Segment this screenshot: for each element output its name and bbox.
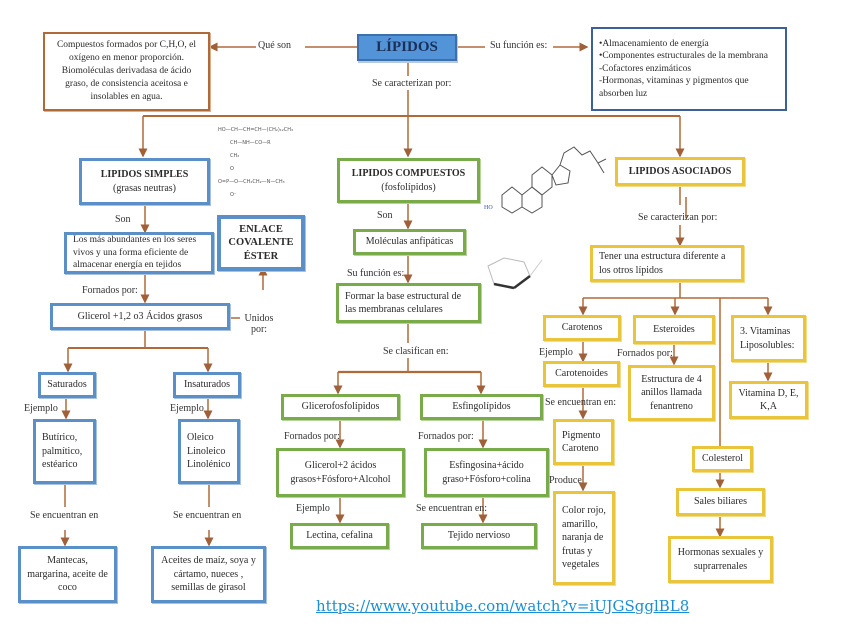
glicerofosfolipidos-box: Glicerofosfolípidos: [281, 394, 400, 420]
saturados-found: Mantecas, margarina, aceite de coco: [18, 546, 117, 603]
que-son-label: Qué son: [258, 40, 292, 51]
compuestos-title: LIPIDOS COMPUESTOS: [351, 168, 466, 179]
lipidos-simples-box: LIPIDOS SIMPLES (grasas neutras): [79, 158, 210, 205]
simples-title: LIPIDOS SIMPLES: [100, 169, 189, 180]
ejemplo-label: Ejemplo: [539, 347, 573, 358]
enlace-ester-box: ENLACE COVALENTE ÉSTER: [217, 215, 305, 271]
esteroides-box: Esteroides: [633, 315, 715, 344]
function-box: •Almacenamiento de energía •Componentes …: [591, 27, 787, 111]
color-box: Color rojo, amarillo, naranja de frutas …: [553, 491, 615, 585]
moleculas-anfipaticas-box: Moléculas anfipáticas: [353, 229, 466, 255]
saturados-box: Saturados: [38, 372, 96, 398]
insaturados-found: Aceites de maíz, soya y cártamo, nueces …: [151, 546, 266, 603]
su-funcion-label: Su función es:: [490, 40, 548, 51]
esfingolipidos-box: Esfingolípidos: [420, 394, 543, 420]
function-item: -Cofactores enzimáticos: [599, 63, 692, 74]
son-label: Son: [377, 210, 393, 221]
formados-label: Fornados por:: [617, 348, 673, 359]
vitaminas-box: 3. Vitaminas Liposolubles:: [731, 315, 806, 362]
produce-label: Produce: [549, 475, 582, 486]
se-caracterizan-label: Se caracterizan por:: [638, 212, 718, 223]
compuestos-function-box: Formar la base estructural de las membra…: [336, 283, 481, 323]
ejemplo-label: Ejemplo: [24, 403, 58, 414]
vitaminas-list-box: Vitamina D, E, K,A: [729, 381, 808, 419]
title-lipidos: LÍPIDOS: [357, 34, 457, 61]
carotenos-box: Carotenos: [543, 315, 621, 341]
se-clasifican-label: Se clasifican en:: [383, 346, 449, 357]
tejido-nervioso-box: Tejido nervioso: [421, 523, 537, 549]
sugar-ring-icon: [487, 257, 543, 290]
function-item: -Hormonas, vitaminas y pigmentos que abs…: [599, 76, 749, 99]
saturados-examples: Butírico, palmítico, estéarico: [33, 419, 96, 484]
chem-line: CH₂: [230, 153, 240, 159]
insaturados-box: Insaturados: [173, 372, 241, 398]
definition-box: Compuestos formados por C,H,O, el oxígen…: [43, 32, 210, 111]
fenantreno-box: Estructura de 4 anillos llamada fenantre…: [628, 365, 715, 421]
colesterol-box: Colesterol: [692, 446, 753, 472]
insaturados-examples: Oleico Linoleico Linolénico: [178, 419, 240, 484]
se-encuentran-label: Se encuentran en: [173, 510, 242, 521]
su-funcion-label: Su función es:: [347, 268, 405, 279]
chem-line: CH—NH—CO—R: [230, 140, 271, 146]
simples-description: Los más abundantes en los seres vivos y …: [64, 232, 214, 274]
ejemplo-label: Ejemplo: [296, 503, 330, 514]
se-encuentran-label: Se encuentran en: [30, 510, 99, 521]
chem-line: O⁻: [230, 192, 237, 198]
formados-label: Fornados por:: [82, 285, 138, 296]
compuestos-subtitle: (fosfolípidos): [381, 181, 436, 193]
esfingo-formed-box: Esfingosina+ácido graso+Fósforo+colina: [424, 448, 549, 497]
chem-line: O: [230, 166, 234, 172]
carotenoides-box: Carotenoides: [543, 361, 620, 387]
sales-biliares-box: Sales biliares: [676, 488, 765, 516]
function-item: •Almacenamiento de energía: [599, 39, 709, 50]
function-item: •Componentes estructurales de la membran…: [599, 51, 768, 62]
cholesterol-structure-icon: HO: [484, 146, 607, 214]
ejemplo-label: Ejemplo: [170, 403, 204, 414]
asociados-description: Tener una estructura diferente a los otr…: [590, 245, 744, 282]
hormonas-box: Hormonas sexuales y suprarrenales: [668, 536, 773, 583]
lectina-box: Lectina, cefalina: [290, 523, 389, 549]
se-encuentran-label: Se encuentran en:: [416, 503, 488, 514]
simples-subtitle: (grasas neutras): [112, 182, 177, 194]
se-encuentran-label: Se encuentran en:: [545, 397, 617, 408]
sphingomyelin-structure: HO—CH—CH=CH—(CH₂)₁₂CH₃ CH—NH—CO—R CH₂ O …: [218, 124, 293, 202]
formados-label: Fornados por:: [418, 431, 474, 442]
glicero-formed-box: Glicerol+2 ácidos grasos+Fósforo+Alcohol: [276, 448, 405, 497]
pigmento-caroteno-box: Pigmento Caroteno: [553, 419, 614, 465]
lipidos-compuestos-box: LIPIDOS COMPUESTOS (fosfolípidos): [337, 158, 480, 203]
chem-line: HO—CH—CH=CH—(CH₂)₁₂CH₃: [218, 127, 294, 133]
formados-label: Fornados por:: [284, 431, 340, 442]
se-caracterizan-label: Se caracterizan por:: [372, 78, 452, 89]
source-link[interactable]: https://www.youtube.com/watch?v=iUJGSggl…: [316, 597, 690, 615]
lipidos-asociados-box: LIPIDOS ASOCIADOS: [615, 157, 745, 186]
unidos-por-label: Unidos por:: [244, 313, 274, 335]
cholesterol-ho-label: HO: [484, 205, 493, 211]
son-label: Son: [115, 214, 131, 225]
glicerol-box: Glicerol +1,2 o3 Ácidos grasos: [50, 303, 230, 330]
chem-line: O=P—O—CH₂CH₂—N—CH₃: [218, 179, 285, 185]
